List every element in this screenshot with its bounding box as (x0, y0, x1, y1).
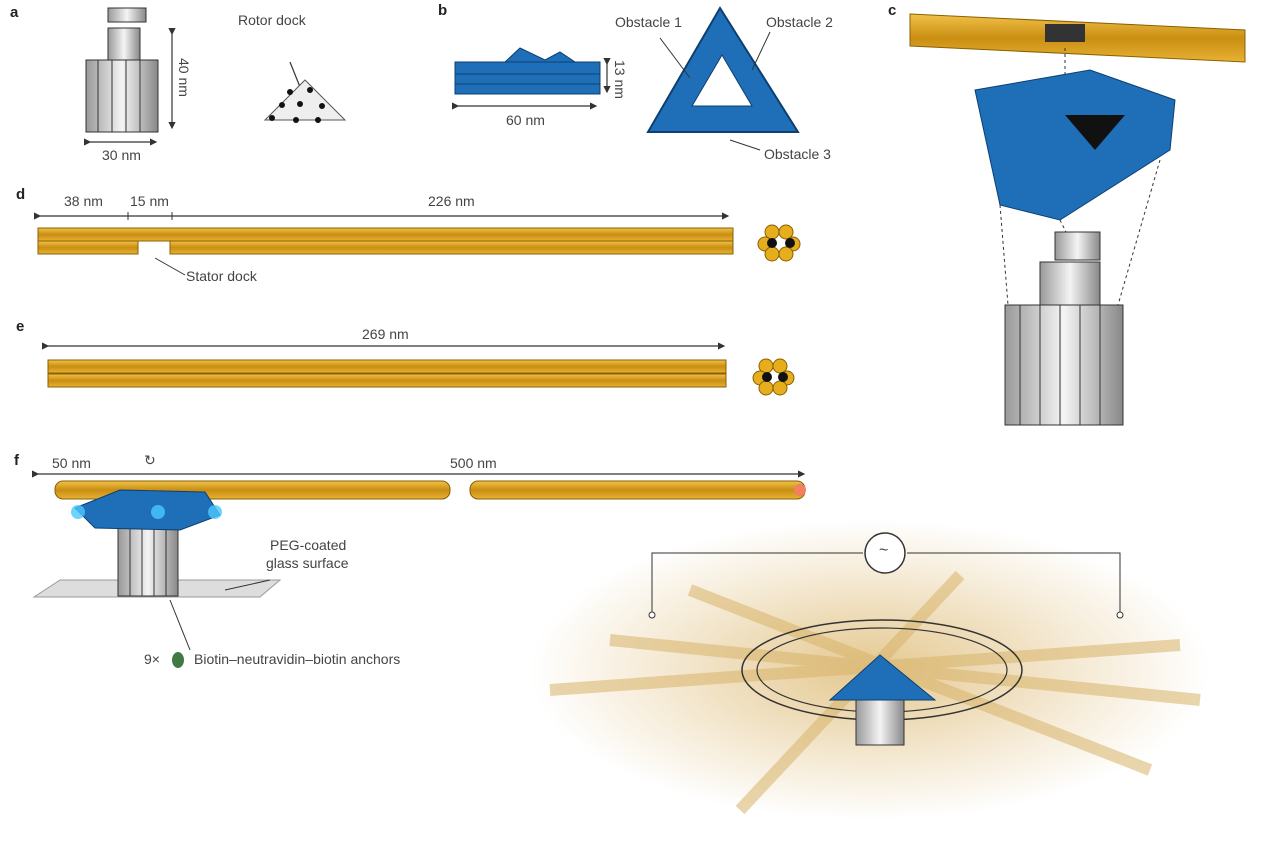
offset-label-f: 50 nm (52, 455, 91, 471)
width-label-a: 30 nm (102, 147, 141, 163)
obstacle-1-label: Obstacle 1 (615, 14, 682, 30)
length-label-e: 269 nm (362, 326, 409, 342)
panel-label-b: b (438, 2, 448, 19)
panel-label-d: d (16, 186, 26, 203)
panel-label-f: f (14, 452, 19, 469)
panel-label-a: a (10, 4, 19, 21)
stator-dock-label: Stator dock (186, 268, 257, 284)
surface-label: PEG-coated (270, 537, 347, 553)
height-label-a: 40 nm (176, 58, 192, 97)
length-label-f: 500 nm (450, 455, 497, 471)
dimension-lines-b (452, 58, 611, 110)
surface-label-2: glass surface (266, 555, 349, 571)
platform-side (454, 47, 601, 95)
anchor-count-label: 9× (144, 651, 160, 667)
width-label-b: 60 nm (506, 112, 545, 128)
panel-label-e: e (16, 318, 25, 335)
platform-top-view (646, 6, 800, 151)
rotor-arm-d (34, 212, 801, 276)
rotor-arm-e (42, 342, 795, 396)
ac-source-icon: ~ (879, 542, 889, 559)
rotation-illustration (530, 520, 1210, 820)
rotor-dock-label: Rotor dock (238, 12, 306, 28)
assembly-exploded-view (909, 13, 1246, 426)
base-structure-side (85, 7, 159, 133)
height-label-b: 13 nm (612, 60, 628, 99)
obstacle-2-label: Obstacle 2 (766, 14, 833, 30)
full-assembly-f (32, 470, 806, 668)
obstacle-3-label: Obstacle 3 (764, 146, 831, 162)
segment-2-label: 15 nm (130, 193, 169, 209)
rotation-icon: ↻ (144, 452, 156, 468)
rotor-dock-top-view (263, 79, 347, 123)
segment-3-label: 226 nm (428, 193, 475, 209)
panel-label-c: c (888, 2, 897, 19)
anchors-label: Biotin–neutravidin–biotin anchors (194, 651, 401, 667)
segment-1-label: 38 nm (64, 193, 103, 209)
